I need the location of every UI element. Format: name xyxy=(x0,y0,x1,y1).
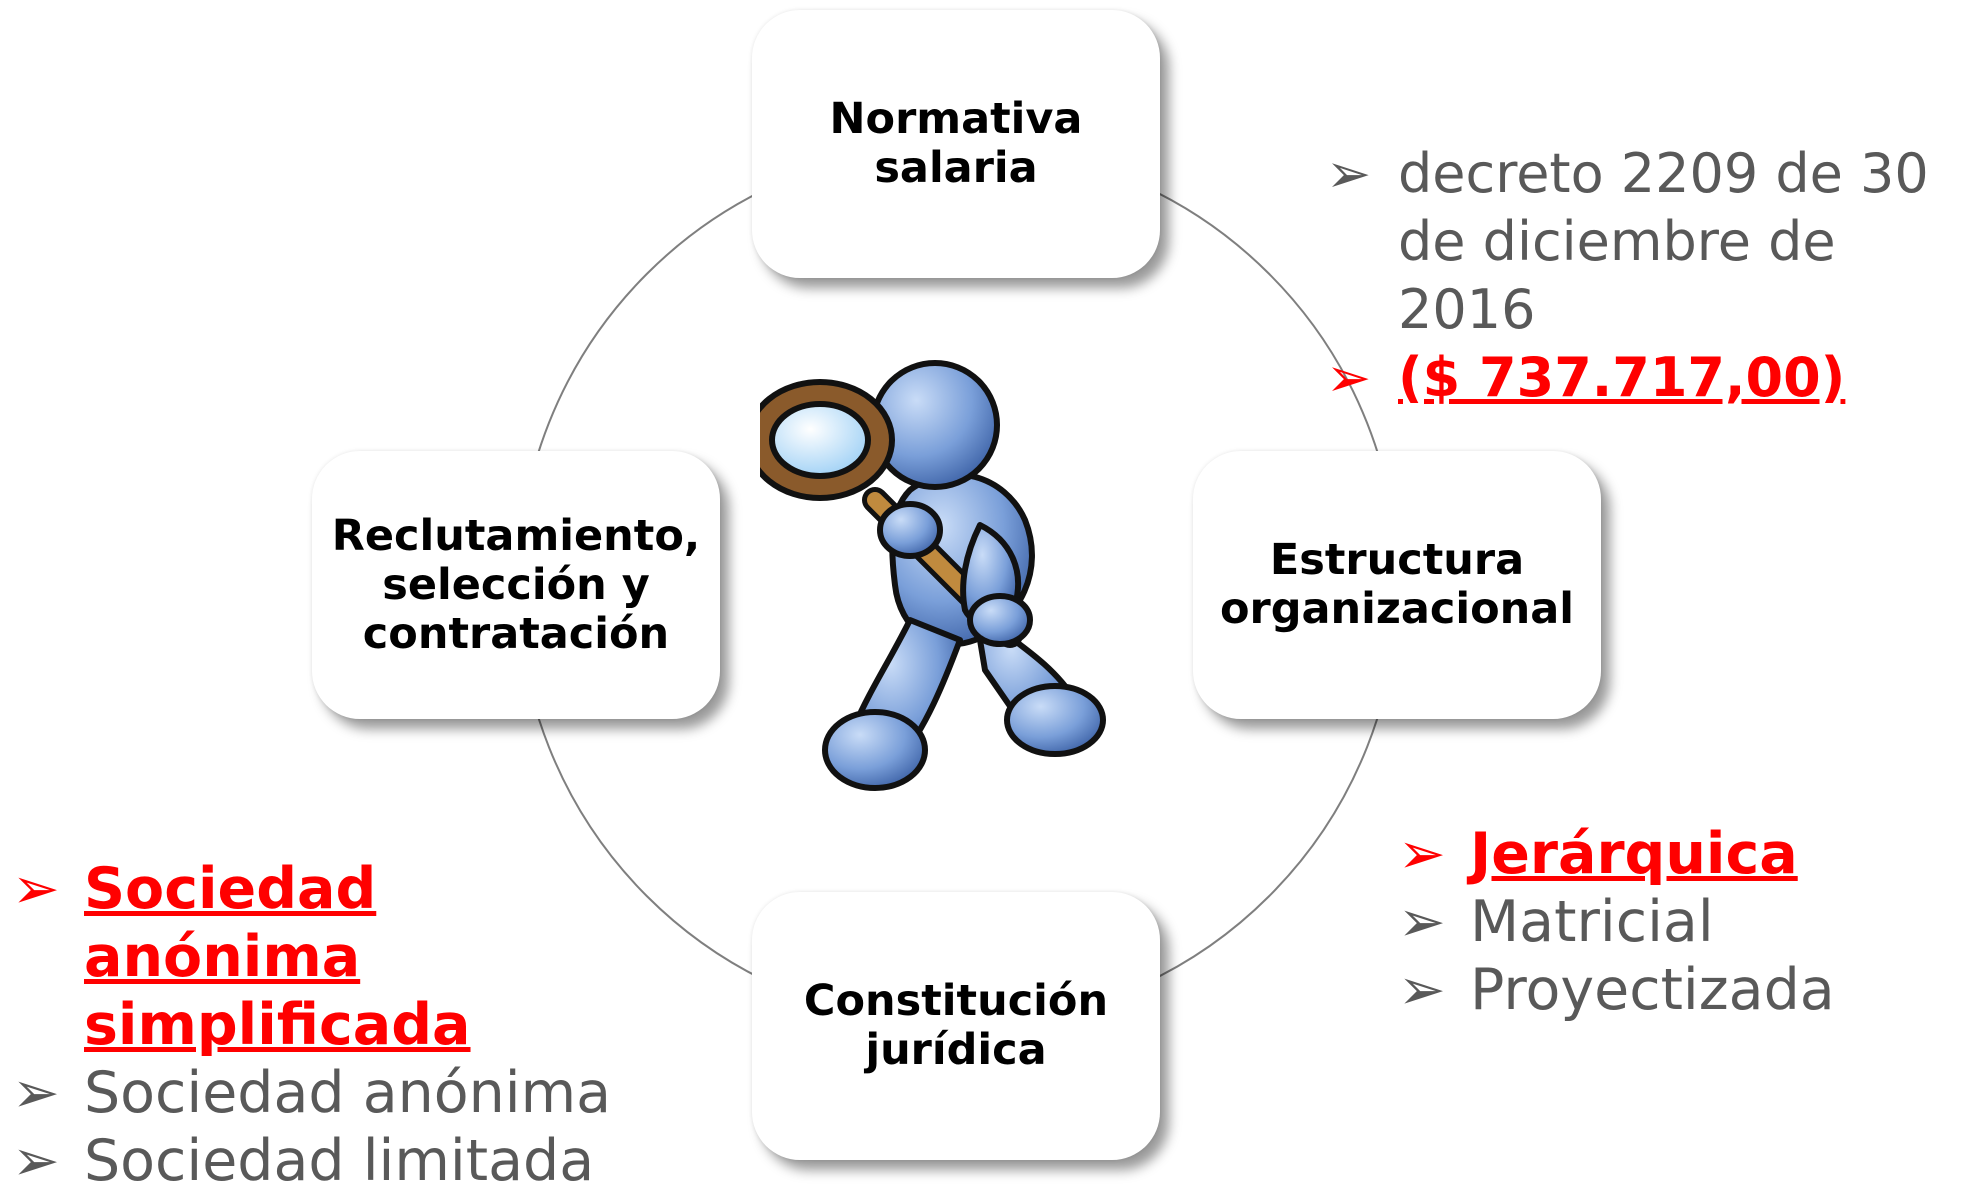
node-normativa-salaria: Normativa salaria xyxy=(752,10,1160,278)
list-item: ➢ Sociedad anónima xyxy=(12,1059,632,1127)
list-item: ➢ Matricial xyxy=(1398,888,1938,956)
society-option: Sociedad anónima xyxy=(84,1060,612,1126)
structure-option: Proyectizada xyxy=(1470,957,1835,1023)
list-item: ➢ Proyectizada xyxy=(1398,956,1938,1024)
magnifying-glass-person-icon xyxy=(760,360,1106,791)
list-item: ➢ ($ 737.717,00) xyxy=(1326,344,1966,412)
decree-text: decreto 2209 de 30 de diciembre de 2016 xyxy=(1398,142,1929,341)
list-item: ➢ Sociedad anónima simplificada xyxy=(12,855,632,1059)
arrow-bullet-icon: ➢ xyxy=(1398,889,1446,955)
arrow-bullet-icon: ➢ xyxy=(12,1128,60,1194)
society-option-selected: Sociedad anónima simplificada xyxy=(84,856,471,1058)
decree-list: ➢ decreto 2209 de 30 de diciembre de 201… xyxy=(1326,140,1966,412)
society-list: ➢ Sociedad anónima simplificada ➢ Socied… xyxy=(12,855,632,1195)
list-item: ➢ decreto 2209 de 30 de diciembre de 201… xyxy=(1326,140,1966,344)
arrow-bullet-icon: ➢ xyxy=(1398,821,1446,887)
arrow-bullet-icon: ➢ xyxy=(1326,346,1372,409)
node-constitucion-juridica: Constitución jurídica xyxy=(752,892,1160,1160)
node-reclutamiento: Reclutamiento, selección y contratación xyxy=(312,451,720,719)
arrow-bullet-icon: ➢ xyxy=(1326,142,1372,205)
structure-option: Matricial xyxy=(1470,889,1714,955)
list-item: ➢ Sociedad limitada xyxy=(12,1127,632,1195)
salary-amount: ($ 737.717,00) xyxy=(1398,346,1846,409)
arrow-bullet-icon: ➢ xyxy=(1398,957,1446,1023)
node-estructura-organizacional: Estructura organizacional xyxy=(1193,451,1601,719)
list-item: ➢ Jerárquica xyxy=(1398,820,1938,888)
society-option: Sociedad limitada xyxy=(84,1128,595,1194)
structure-option-selected: Jerárquica xyxy=(1470,821,1798,887)
structure-list: ➢ Jerárquica ➢ Matricial ➢ Proyectizada xyxy=(1398,820,1938,1024)
arrow-bullet-icon: ➢ xyxy=(12,1060,60,1126)
arrow-bullet-icon: ➢ xyxy=(12,856,60,922)
